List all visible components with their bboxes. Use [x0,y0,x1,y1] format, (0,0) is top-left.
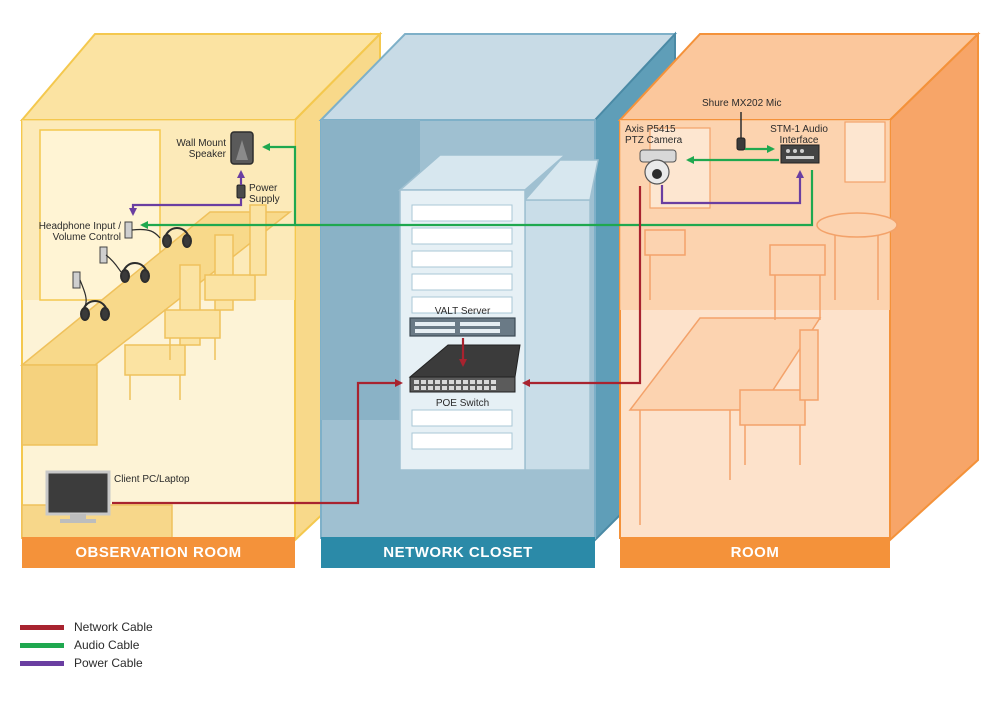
audio-interface-label: STM-1 Audio Interface [763,124,835,146]
microphone-icon [736,112,746,151]
legend-item-audio: Audio Cable [20,636,153,654]
audio-interface-label-line2: Interface [779,135,819,146]
monitor-icon [45,470,111,523]
headphone-jack-icon [72,221,133,289]
camera-label-line1: Axis P5415 [625,124,676,135]
power-supply-label-line1: Power [249,183,278,194]
speaker-icon [230,131,254,165]
power-cables [129,170,804,216]
audio-interface-label-line1: STM-1 Audio [770,124,828,135]
room-box [617,31,981,543]
legend-label-network: Network Cable [74,620,153,634]
power-supply-label-line2: Supply [249,194,280,205]
mic-label: Shure MX202 Mic [702,98,782,109]
power-supply-label: Power Supply [249,183,280,205]
audio-cables [140,143,814,229]
headphone-input-label: Headphone Input / Volume Control [22,221,121,243]
legend-label-audio: Audio Cable [74,638,140,652]
network-cables [112,186,642,505]
power-supply-icon [236,184,246,199]
camera-label-line2: PTZ Camera [625,135,683,146]
headphones-icon [79,227,192,321]
legend-item-network: Network Cable [20,618,153,636]
wall-speaker-label: Wall Mount Speaker [168,138,226,160]
wall-speaker-label-line1: Wall Mount [176,138,226,149]
headphone-input-label-line1: Headphone Input / [38,221,121,232]
poe-switch-label: POE Switch [435,398,490,409]
wall-speaker-label-line2: Speaker [188,149,226,160]
cable-legend: Network Cable Audio Cable Power Cable [20,618,153,672]
camera-label: Axis P5415 PTZ Camera [625,124,682,146]
legend-swatch-power [20,660,64,666]
legend-swatch-network [20,624,64,630]
valt-server-label: VALT Server [434,306,491,317]
room-banner: ROOM [620,537,890,568]
audio-interface-icon [780,144,820,164]
observation-room-box [19,31,383,543]
legend-label-power: Power Cable [74,656,143,670]
camera-icon [639,149,677,185]
headphone-input-label-line2: Volume Control [52,232,121,243]
legend-swatch-audio [20,642,64,648]
observation-room-banner: OBSERVATION ROOM [22,537,295,568]
legend-item-power: Power Cable [20,654,153,672]
network-closet-banner: NETWORK CLOSET [321,537,595,568]
client-pc-label: Client PC/Laptop [114,474,190,485]
server-icon [409,317,516,337]
